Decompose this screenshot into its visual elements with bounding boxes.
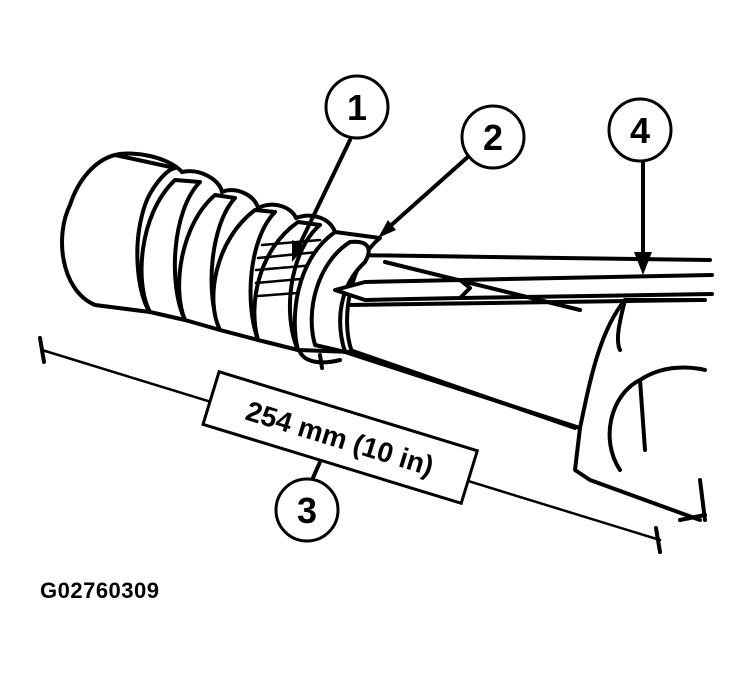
arrow-2-head [378, 220, 396, 238]
callout-1: 1 [324, 74, 390, 140]
callout-4-label: 4 [630, 110, 650, 151]
rack-boot [60, 151, 382, 370]
arrow-4-head [634, 252, 652, 275]
callout-1-label: 1 [347, 87, 367, 128]
rack-tube [348, 253, 712, 430]
arrow-1-head [292, 240, 306, 262]
callout-3: 3 [274, 477, 340, 543]
callout-2-label: 2 [483, 117, 503, 158]
callout-3-label: 3 [297, 490, 317, 531]
callout-4: 4 [607, 97, 673, 163]
screwdriver-tool [333, 273, 714, 302]
dimension-label-box: 254 mm (10 in) [201, 369, 480, 506]
callout-leaders [292, 138, 652, 482]
callout-2: 2 [460, 104, 526, 170]
figure-id: G02760309 [40, 578, 160, 603]
